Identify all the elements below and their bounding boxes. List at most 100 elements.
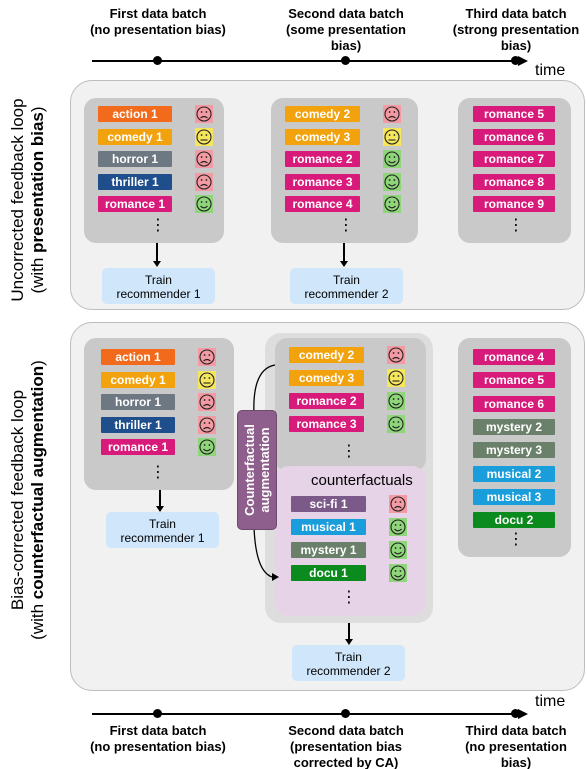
item-tag: romance 6 <box>473 128 555 145</box>
train-line2: recommender 1 <box>120 531 205 545</box>
ellipsis: ⋮ <box>508 531 524 548</box>
happy-face-icon <box>387 392 405 410</box>
top-batch-3-label: Third data batch (strong presentation bi… <box>446 6 586 54</box>
happy-face-icon <box>389 541 407 559</box>
item-tag: comedy 3 <box>289 370 364 386</box>
item-tag: romance 7 <box>473 151 555 167</box>
item-tag: romance 9 <box>473 196 555 212</box>
side-label-suffix: ) <box>28 106 47 113</box>
happy-face-icon <box>389 518 407 536</box>
item-tag: romance 5 <box>473 372 555 389</box>
item-tag: romance 8 <box>473 173 555 190</box>
happy-face-icon <box>387 415 405 433</box>
corrected-side-label: Bias-corrected feedback loop (with count… <box>8 322 52 678</box>
bottom-batch-3-label: Third data batch (no presentation bias) <box>446 723 586 769</box>
batch-subtitle: bias) <box>500 38 532 53</box>
item-tag: mystery 3 <box>473 442 555 459</box>
ellipsis: ⋮ <box>341 589 357 606</box>
item-tag: thriller 1 <box>98 173 172 190</box>
timeline-line <box>92 713 520 715</box>
ellipsis: ⋮ <box>338 217 354 234</box>
side-label-line2: (with counterfactual augmentation) <box>28 322 48 678</box>
item-tag: comedy 2 <box>285 106 360 122</box>
item-tag: horror 1 <box>101 394 175 410</box>
train-line1: Train <box>145 273 172 287</box>
batch-title: First data batch <box>109 723 207 738</box>
batch-title: Second data batch <box>288 6 404 21</box>
uncorrected-batch-3 <box>458 98 571 243</box>
timeline-dot <box>153 56 162 65</box>
counterfactual-augmentation-label: Counterfactual augmentation <box>237 410 277 530</box>
train-recommender-1: Train recommender 1 <box>102 268 215 304</box>
arrow-to-train <box>153 243 160 267</box>
train-line2: recommender 2 <box>304 287 389 301</box>
arrow-to-train <box>340 243 347 267</box>
timeline-dot <box>153 709 162 718</box>
ellipsis: ⋮ <box>150 217 166 234</box>
sad-face-icon <box>195 105 213 123</box>
side-label-prefix: (with <box>28 252 47 294</box>
item-tag: docu 2 <box>473 512 555 529</box>
item-tag: romance 4 <box>473 349 555 365</box>
item-tag: action 1 <box>101 349 175 365</box>
arrow-to-train <box>156 490 163 512</box>
batch-subtitle: (no presentation bias) <box>90 739 226 754</box>
batch-title: First data batch <box>109 6 207 21</box>
sad-face-icon <box>389 495 407 513</box>
batch-subtitle: (presentation bias <box>290 739 402 754</box>
sad-face-icon <box>198 348 216 366</box>
batch-title: Second data batch <box>288 723 404 738</box>
ellipsis: ⋮ <box>341 443 357 460</box>
ca-label-line1: Counterfactual <box>242 424 257 516</box>
neutral-face-icon <box>195 127 213 146</box>
batch-title: Third data batch <box>465 723 567 738</box>
sad-face-icon <box>198 393 216 411</box>
item-tag: comedy 2 <box>289 347 364 363</box>
time-label: time <box>535 62 566 79</box>
side-label-line2: (with presentation bias) <box>28 80 48 320</box>
happy-face-icon <box>383 172 401 191</box>
train-line1: Train <box>335 650 362 664</box>
item-tag: mystery 2 <box>473 418 555 435</box>
timeline-arrowhead <box>518 709 528 719</box>
item-tag: romance 3 <box>285 173 360 190</box>
item-tag: romance 2 <box>285 151 360 167</box>
batch-subtitle: (no presentation <box>465 739 567 754</box>
happy-face-icon <box>389 564 407 582</box>
ca-label-line2: augmentation <box>257 427 272 513</box>
item-tag: mystery 1 <box>291 542 366 558</box>
side-label-line1: Uncorrected feedback loop <box>8 98 27 302</box>
train-recommender-2: Train recommender 2 <box>290 268 403 304</box>
timeline-dot <box>511 56 520 65</box>
sad-face-icon <box>198 415 216 434</box>
counterfactuals-title: counterfactuals <box>311 472 413 489</box>
neutral-face-icon <box>387 369 405 387</box>
time-label: time <box>535 693 566 710</box>
batch-subtitle: (no presentation bias) <box>90 22 226 37</box>
batch-subtitle: bias) <box>500 755 532 769</box>
train-recommender-1: Train recommender 1 <box>106 512 219 548</box>
happy-face-icon <box>198 438 216 456</box>
side-label-bold: presentation bias <box>28 112 47 253</box>
item-tag: action 1 <box>98 106 172 122</box>
batch-title: Third data batch <box>465 6 567 21</box>
item-tag: romance 6 <box>473 395 555 412</box>
train-recommender-2: Train recommender 2 <box>292 645 405 681</box>
item-tag: romance 3 <box>289 416 364 432</box>
batch-subtitle: bias) <box>330 38 362 53</box>
item-tag: romance 5 <box>473 106 555 122</box>
timeline-dot <box>511 709 520 718</box>
bottom-batch-1-label: First data batch (no presentation bias) <box>88 723 228 755</box>
train-line1: Train <box>333 273 360 287</box>
arrow-to-train <box>345 623 352 645</box>
side-label-prefix: (with <box>28 599 47 640</box>
item-tag: docu 1 <box>291 565 366 581</box>
timeline-arrowhead <box>518 56 528 66</box>
top-batch-2-label: Second data batch (some presentation bia… <box>276 6 416 54</box>
happy-face-icon <box>195 195 213 213</box>
item-tag: thriller 1 <box>101 416 175 433</box>
train-line1: Train <box>149 517 176 531</box>
batch-subtitle: (some presentation <box>286 22 406 37</box>
train-line2: recommender 2 <box>306 664 391 678</box>
item-tag: musical 3 <box>473 488 555 505</box>
